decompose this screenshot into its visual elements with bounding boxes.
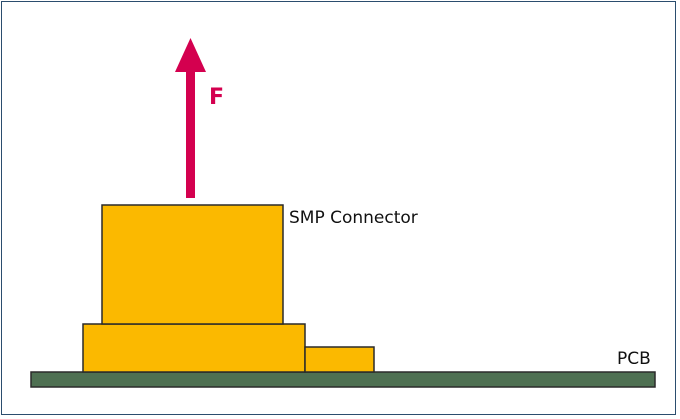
connector-body — [101, 204, 284, 325]
force-label: F — [209, 85, 224, 110]
pcb-label: PCB — [617, 349, 651, 369]
pcb-board — [30, 371, 656, 388]
force-arrow-head-icon — [175, 38, 206, 72]
force-arrow-shaft — [186, 68, 195, 198]
connector-base — [82, 323, 306, 373]
connector-label: SMP Connector — [289, 208, 418, 228]
connector-side-pad — [304, 346, 375, 373]
